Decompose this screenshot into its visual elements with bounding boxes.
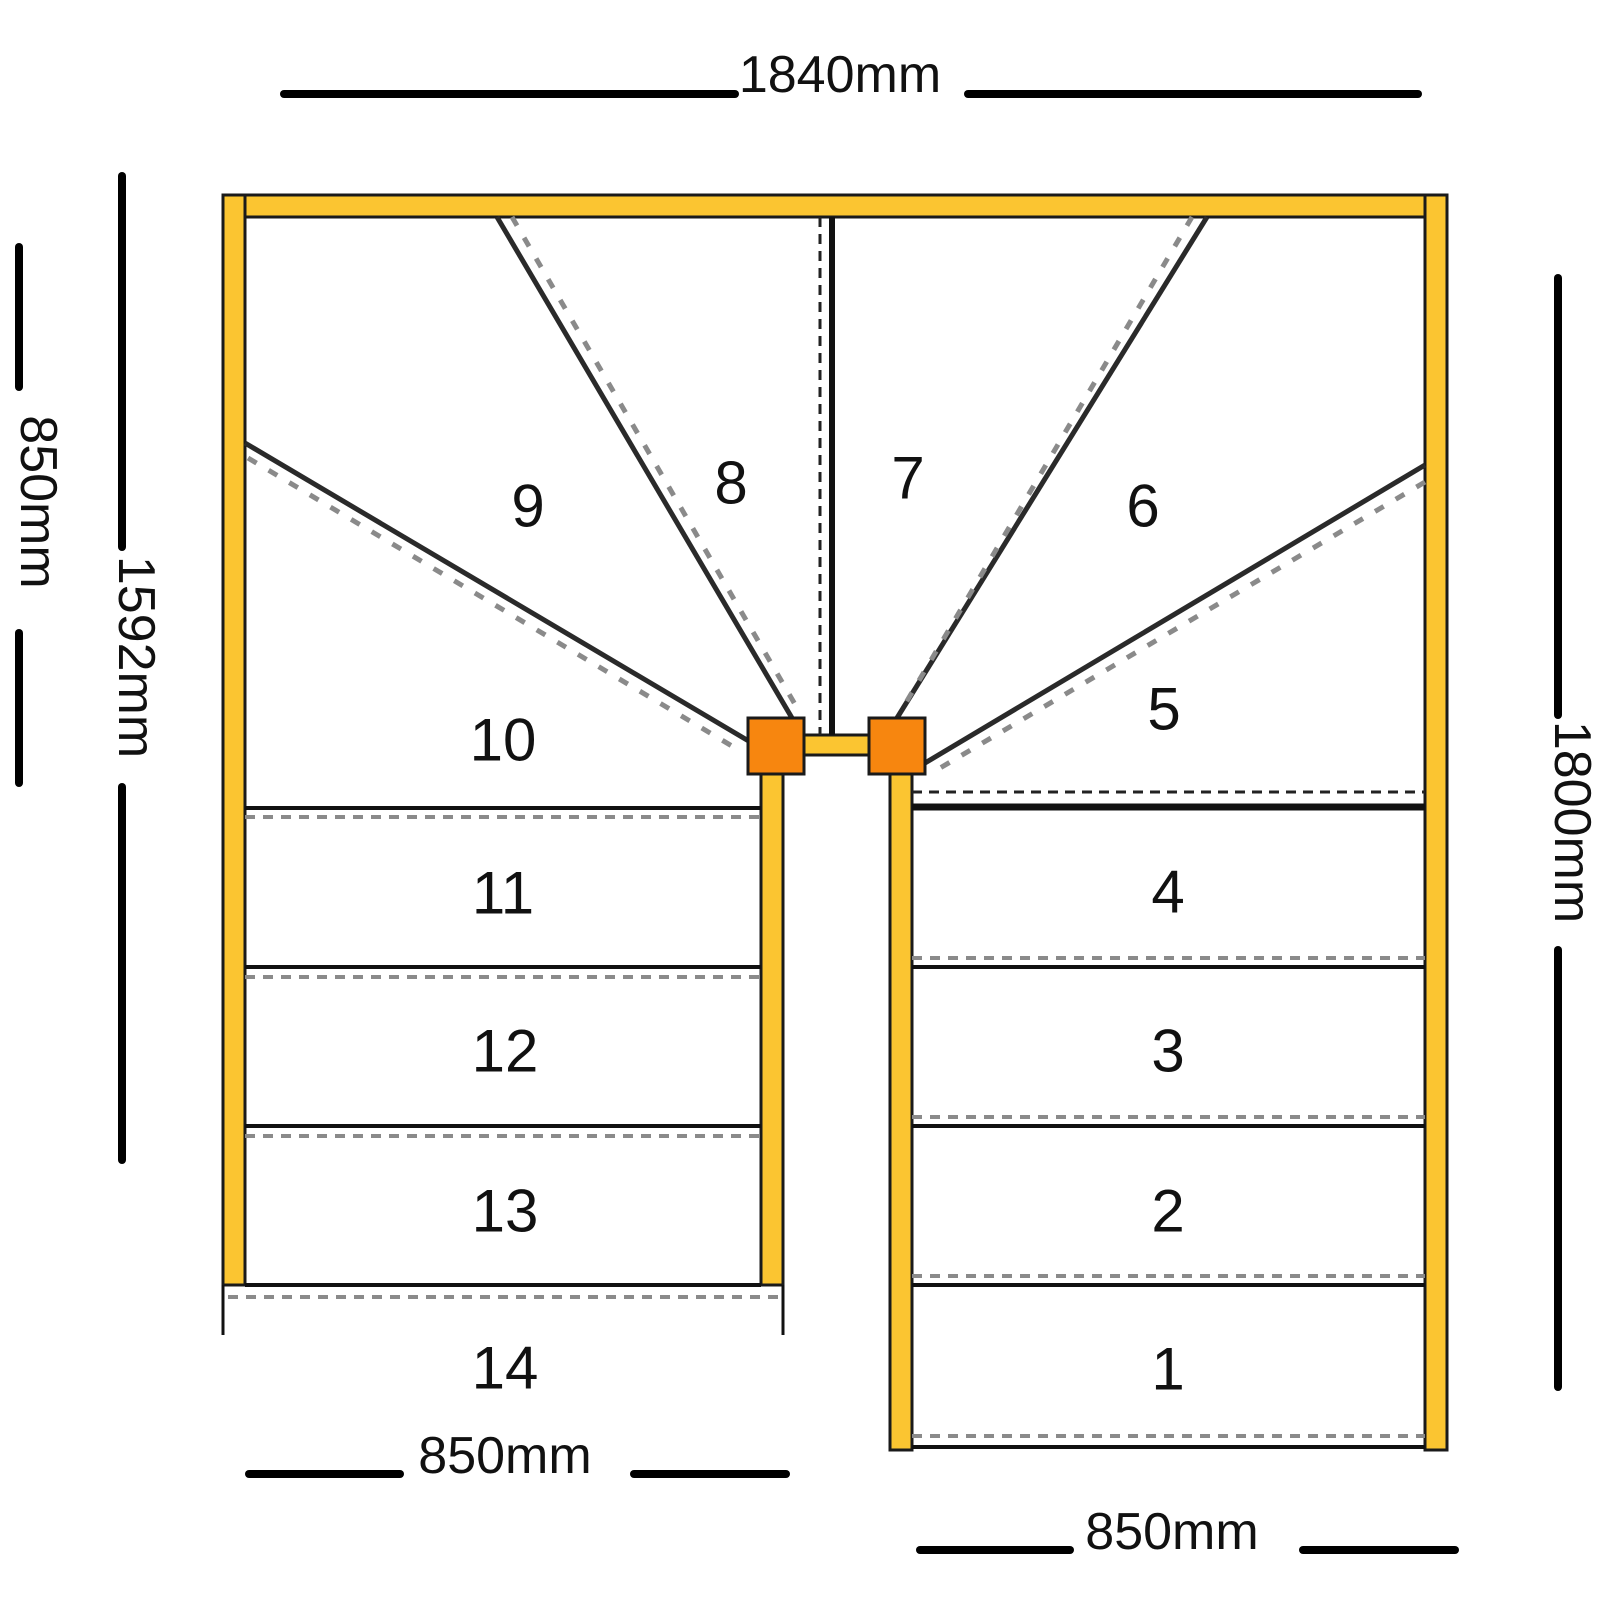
dimension-labels: 1840mm 850mm 1592mm 1800mm 850mm 850mm — [9, 46, 1600, 1561]
dim-left-outer-height: 850mm — [9, 415, 67, 588]
newel-posts — [746, 716, 927, 776]
step-1: 1 — [1151, 1336, 1184, 1403]
step-13: 13 — [472, 1178, 539, 1245]
step-11: 11 — [472, 860, 534, 927]
left-outer-stringer — [221, 193, 247, 1287]
dim-right-flight-width: 850mm — [1085, 1503, 1258, 1561]
left-inner-stringer — [759, 768, 785, 1287]
newel-connector-rail — [798, 733, 874, 757]
step-9: 9 — [511, 473, 544, 540]
stringers — [221, 193, 1449, 1452]
step-7: 7 — [891, 445, 924, 512]
step-8: 8 — [714, 450, 747, 517]
step-10: 10 — [470, 707, 537, 774]
dim-top-width: 1840mm — [739, 46, 941, 104]
dim-right-height: 1800mm — [1543, 721, 1600, 923]
step-2: 2 — [1151, 1178, 1184, 1245]
dimension-lines — [15, 90, 1562, 1554]
step-12: 12 — [472, 1018, 539, 1085]
step-5: 5 — [1147, 676, 1180, 743]
nosing-lines — [228, 815, 1425, 1438]
top-stringer — [221, 193, 1449, 219]
left-newel-post — [746, 716, 806, 776]
step-4: 4 — [1151, 859, 1184, 926]
right-newel-post — [867, 716, 927, 776]
tread-lines — [221, 217, 1425, 1449]
dim-left-inner-height: 1592mm — [107, 556, 165, 758]
right-inner-stringer — [888, 768, 914, 1452]
winder-nosing-lines — [246, 215, 1427, 774]
landing-dashed-lines — [818, 217, 1425, 794]
step-14: 14 — [472, 1335, 539, 1402]
step-numbers: 1 2 3 4 5 6 7 8 9 10 11 12 13 14 — [470, 445, 1185, 1403]
step-3: 3 — [1151, 1018, 1184, 1085]
right-outer-stringer — [1423, 193, 1449, 1452]
dim-left-flight-width: 850mm — [418, 1427, 591, 1485]
step-6: 6 — [1126, 473, 1159, 540]
